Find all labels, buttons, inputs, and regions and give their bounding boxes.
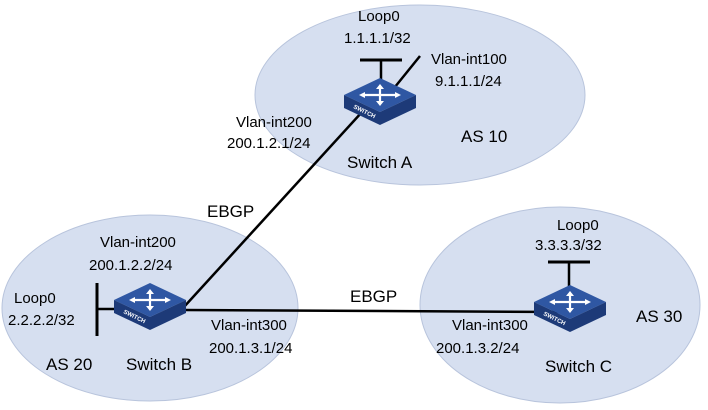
as10-label: AS 10 xyxy=(461,127,507,146)
link-a-b xyxy=(182,111,363,309)
switch-c-name: Switch C xyxy=(545,357,612,376)
switch-a-loop0-ip: 1.1.1.1/32 xyxy=(344,30,411,47)
switch-b-loop0-ip: 2.2.2.2/32 xyxy=(8,312,75,329)
switch-b-vlan200-name: Vlan-int200 xyxy=(100,234,176,251)
switch-c-vlan300-name: Vlan-int300 xyxy=(452,317,528,334)
switch-b-vlan300-ip: 200.1.3.1/24 xyxy=(209,340,292,357)
switch-a-loop0-name: Loop0 xyxy=(358,8,400,25)
as20-label: AS 20 xyxy=(46,355,92,374)
switch-b-vlan300-name: Vlan-int300 xyxy=(211,317,287,334)
loop0-stub-c xyxy=(548,260,590,287)
switch-a-name: Switch A xyxy=(347,153,413,172)
link-b-c xyxy=(182,308,566,314)
switch-a-vlan100-ip: 9.1.1.1/24 xyxy=(435,73,502,90)
ebgp-label-b-c: EBGP xyxy=(350,287,397,306)
ebgp-label-a-b: EBGP xyxy=(207,202,254,221)
as10-area xyxy=(254,4,586,186)
switch-c-loop0-ip: 3.3.3.3/32 xyxy=(535,237,602,254)
switch-a-vlan200-ip: 200.1.2.1/24 xyxy=(227,135,310,152)
switch-c-vlan300-ip: 200.1.3.2/24 xyxy=(436,340,519,357)
switch-a-vlan200-name: Vlan-int200 xyxy=(236,114,312,131)
switch-b-vlan200-ip: 200.1.2.2/24 xyxy=(89,257,172,274)
switch-b-loop0-name: Loop0 xyxy=(14,290,56,307)
switch-a-vlan100-name: Vlan-int100 xyxy=(431,51,507,68)
switch-b-name: Switch B xyxy=(126,355,192,374)
switch-c-loop0-name: Loop0 xyxy=(557,217,599,234)
as30-label: AS 30 xyxy=(636,307,682,326)
